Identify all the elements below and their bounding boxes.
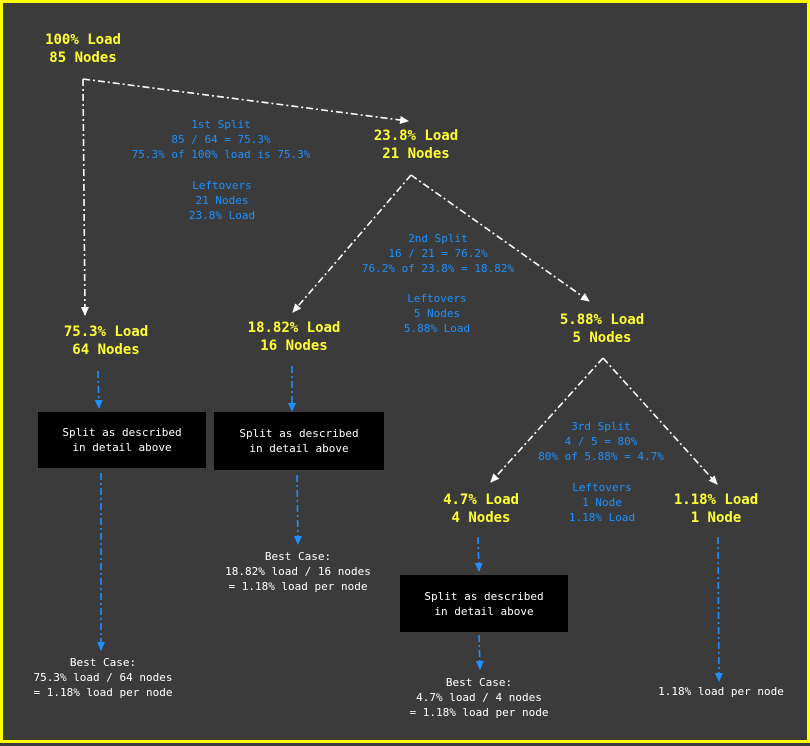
leftovers-1-note: Leftovers 21 Nodes 23.8% Load	[158, 178, 286, 223]
node-47-count: 4 Nodes	[451, 510, 511, 526]
node-root-load: 100% Load	[45, 32, 121, 48]
split-box-1882-line2: in detail above	[249, 442, 349, 455]
node-238: 23.8% Load 21 Nodes	[341, 127, 491, 163]
split-1-title: 1st Split	[191, 118, 251, 131]
node-588: 5.88% Load 5 Nodes	[527, 311, 677, 347]
node-1882-count: 16 Nodes	[260, 338, 328, 354]
leftovers-2-count: 5 Nodes	[413, 307, 461, 320]
best-case-1882-calc: 18.82% load / 16 nodes	[225, 565, 371, 578]
edge-753-to-box	[94, 370, 103, 409]
best-case-753: Best Case: 75.3% load / 64 nodes = 1.18%…	[18, 655, 188, 700]
edge-root-to-238	[82, 78, 409, 124]
best-case-47-title: Best Case:	[445, 676, 513, 689]
split-3-title: 3rd Split	[571, 420, 631, 433]
best-case-47-calc: 4.7% load / 4 nodes	[416, 691, 542, 704]
split-3-result: 80% of 5.88% = 4.7%	[538, 450, 664, 463]
diagram-edges	[80, 78, 723, 682]
split-2-title: 2nd Split	[408, 232, 468, 245]
edge-588-to-47	[490, 357, 604, 483]
split-2-note: 2nd Split 16 / 21 = 76.2% 76.2% of 23.8%…	[338, 231, 538, 276]
best-case-1882-title: Best Case:	[264, 550, 332, 563]
split-box-47-line2: in detail above	[434, 604, 534, 618]
node-588-count: 5 Nodes	[572, 330, 632, 346]
node-47: 4.7% Load 4 Nodes	[406, 491, 556, 527]
node-238-load: 23.8% Load	[373, 128, 459, 144]
split-1-result: 75.3% of 100% load is 75.3%	[131, 148, 311, 161]
leftovers-2-note: Leftovers 5 Nodes 5.88% Load	[373, 291, 501, 336]
node-238-count: 21 Nodes	[382, 146, 450, 162]
node-588-load: 5.88% Load	[559, 312, 645, 328]
node-118: 1.18% Load 1 Node	[641, 491, 791, 527]
edge-47-to-box	[474, 536, 483, 572]
best-case-47-result: = 1.18% load per node	[409, 706, 549, 719]
best-case-753-result: = 1.18% load per node	[33, 686, 173, 699]
edge-root-to-753	[80, 78, 89, 316]
leftovers-2-load: 5.88% Load	[403, 322, 471, 335]
edge-238-to-588	[410, 174, 590, 302]
best-case-1882: Best Case: 18.82% load / 16 nodes = 1.18…	[203, 549, 393, 594]
split-box-47: Split as described in detail above	[400, 575, 568, 632]
leftovers-1-title: Leftovers	[192, 179, 252, 192]
split-box-753-line1: Split as described	[62, 426, 182, 439]
node-47-load: 4.7% Load	[443, 492, 519, 508]
split-3-formula: 4 / 5 = 80%	[564, 435, 638, 448]
best-case-118: 1.18% load per node	[641, 684, 801, 699]
node-753-count: 64 Nodes	[72, 342, 140, 358]
leftovers-3-title: Leftovers	[572, 481, 632, 494]
node-753: 75.3% Load 64 Nodes	[31, 323, 181, 359]
split-box-1882: Split as described in detail above	[214, 412, 384, 470]
best-case-753-title: Best Case:	[69, 656, 137, 669]
split-box-753: Split as described in detail above	[38, 412, 206, 468]
node-root: 100% Load 85 Nodes	[8, 31, 158, 67]
edge-588-to-118	[602, 357, 718, 485]
node-118-count: 1 Node	[690, 510, 742, 526]
node-118-load: 1.18% Load	[673, 492, 759, 508]
node-root-count: 85 Nodes	[49, 50, 117, 66]
node-753-load: 75.3% Load	[63, 324, 149, 340]
split-box-47-line1: Split as described	[424, 589, 544, 603]
leftovers-1-count: 21 Nodes	[195, 194, 249, 207]
split-box-753-line2: in detail above	[72, 441, 172, 454]
split-box-1882-line1: Split as described	[239, 427, 359, 440]
edge-118-to-best	[714, 536, 723, 682]
best-case-753-calc: 75.3% load / 64 nodes	[33, 671, 173, 684]
node-1882-load: 18.82% Load	[247, 320, 341, 336]
best-case-1882-result: = 1.18% load per node	[228, 580, 368, 593]
best-case-47: Best Case: 4.7% load / 4 nodes = 1.18% l…	[391, 675, 567, 720]
leftovers-3-note: Leftovers 1 Node 1.18% Load	[538, 480, 666, 525]
split-2-result: 76.2% of 23.8% = 18.82%	[361, 262, 515, 275]
split-1-note: 1st Split 85 / 64 = 75.3% 75.3% of 100% …	[108, 117, 334, 162]
edge-box-to-best-47	[475, 634, 484, 670]
edge-box-to-best-1882	[293, 474, 302, 545]
edge-238-to-1882	[292, 174, 412, 313]
best-case-118-result: 1.18% load per node	[658, 685, 784, 698]
node-1882: 18.82% Load 16 Nodes	[219, 319, 369, 355]
split-1-formula: 85 / 64 = 75.3%	[171, 133, 271, 146]
split-3-note: 3rd Split 4 / 5 = 80% 80% of 5.88% = 4.7…	[511, 419, 691, 464]
leftovers-2-title: Leftovers	[407, 292, 467, 305]
leftovers-3-count: 1 Node	[582, 496, 622, 509]
leftovers-3-load: 1.18% Load	[568, 511, 636, 524]
leftovers-1-load: 23.8% Load	[188, 209, 256, 222]
split-2-formula: 16 / 21 = 76.2%	[388, 247, 488, 260]
